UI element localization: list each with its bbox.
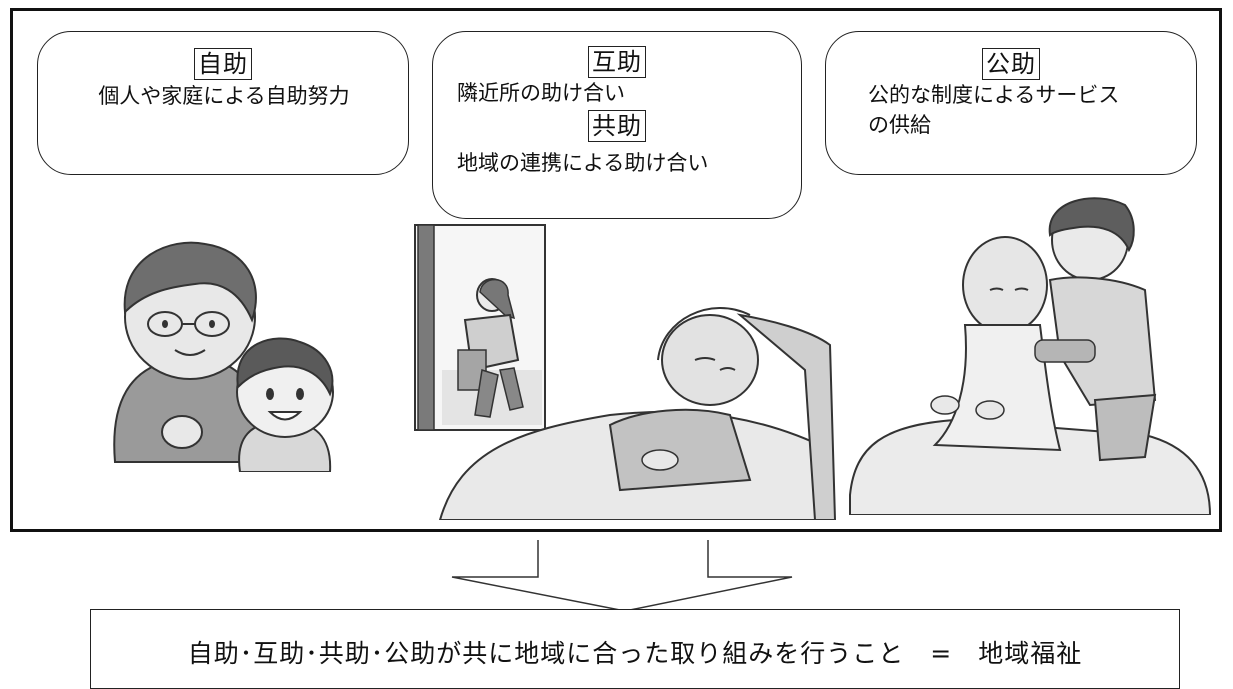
caregiver-illustration [849,197,1212,515]
community-help-title: 共助 [588,110,646,142]
neighbor-visit-illustration [414,224,837,520]
community-help-text: 地域の連携による助け合い [457,151,709,175]
public-help-title: 公助 [982,48,1040,80]
mutual-help-bubble: 互助 隣近所の助け合い 共助 地域の連携による助け合い [432,31,802,219]
self-help-bubble: 自助 個人や家庭による自助努力 [37,31,409,175]
conclusion-box: 自助･互助･共助･公助が共に地域に合った取り組みを行うこと = 地域福祉 [90,609,1180,689]
mutual-help-text: 隣近所の助け合い [457,81,625,105]
self-help-text: 個人や家庭による自助努力 [98,84,350,108]
public-help-text-line-1: 公的な制度によるサービス [868,83,1120,107]
family-illustration [113,241,334,472]
down-arrow-icon [451,540,793,612]
public-help-bubble: 公助 公的な制度によるサービス の供給 [825,31,1197,175]
conclusion-text: 自助･互助･共助･公助が共に地域に合った取り組みを行うこと = 地域福祉 [187,639,1083,668]
self-help-title: 自助 [194,48,252,80]
public-help-text-line-2: の供給 [868,113,931,137]
mutual-help-title: 互助 [588,46,646,78]
